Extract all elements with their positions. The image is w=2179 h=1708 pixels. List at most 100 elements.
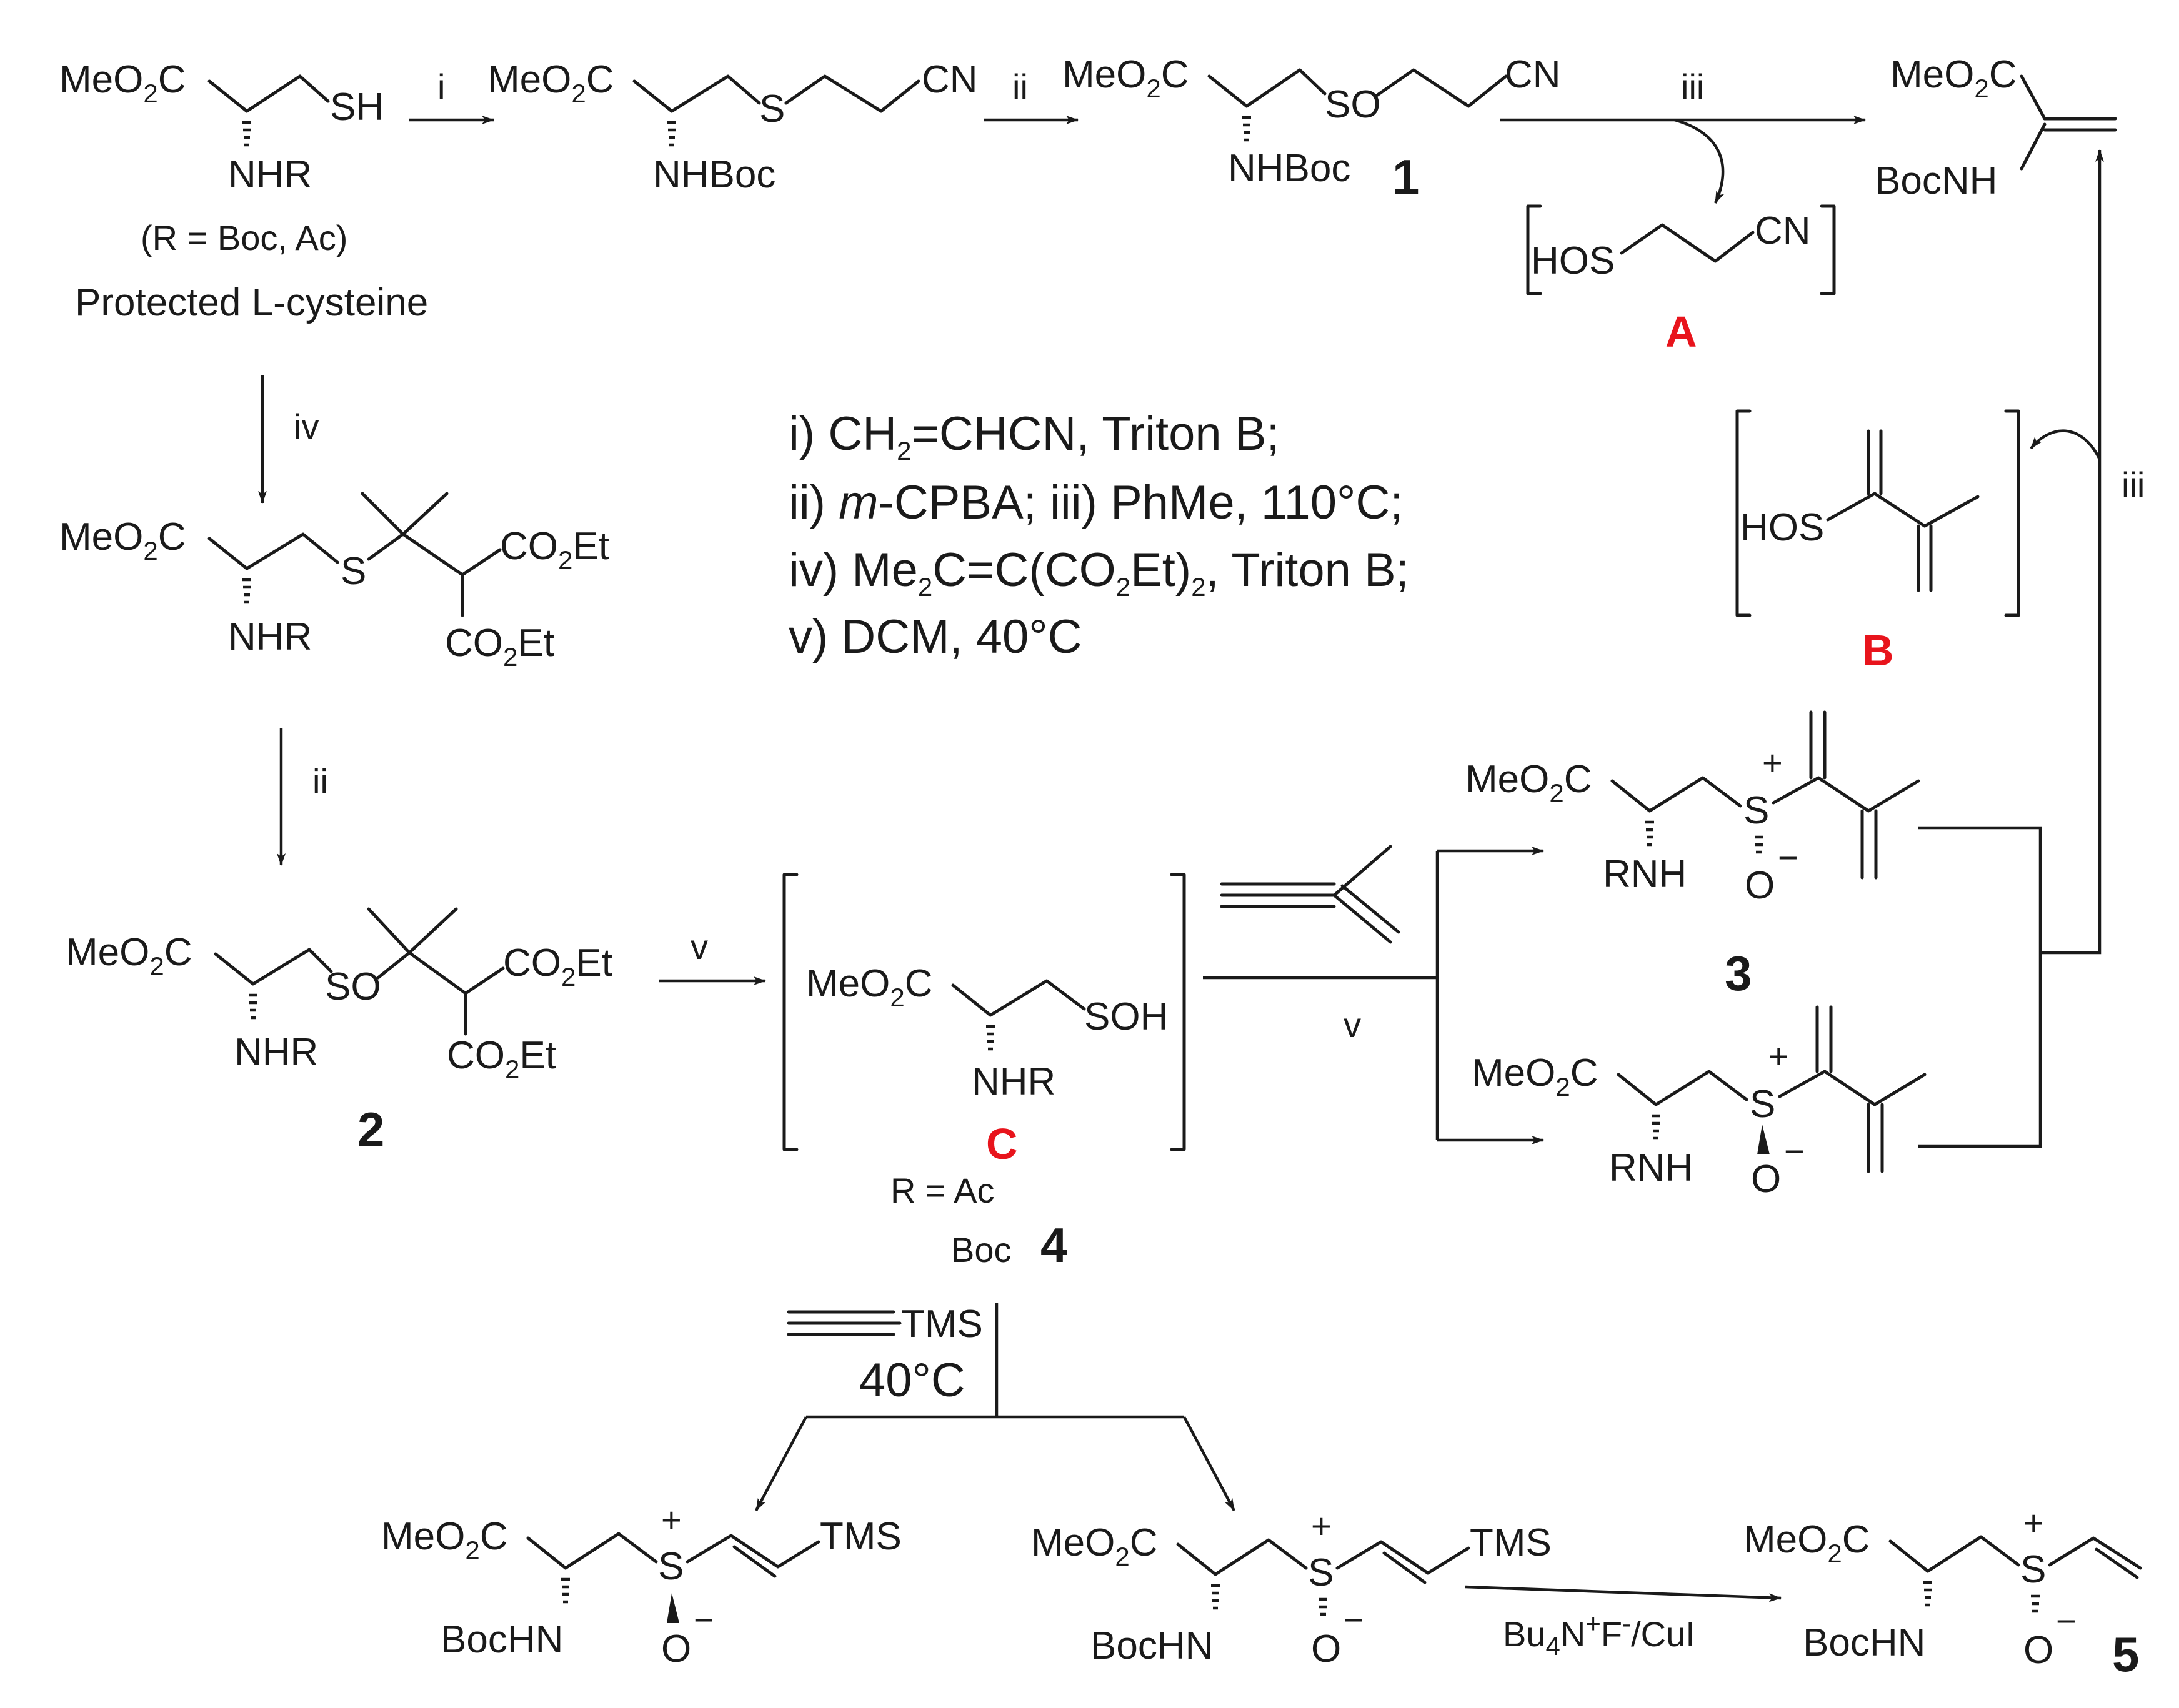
svg-text:−: − bbox=[694, 1600, 714, 1639]
svg-text:RNH: RNH bbox=[1609, 1146, 1693, 1189]
arrow-to-vinyl-right bbox=[1183, 1416, 1235, 1512]
svg-text:NHR: NHR bbox=[234, 1031, 318, 1074]
arrow-desilylation bbox=[1465, 1585, 1782, 1602]
svg-text:MeO2C: MeO2C bbox=[66, 931, 192, 981]
svg-text:MeO2C: MeO2C bbox=[1062, 53, 1189, 103]
arrow-release-B bbox=[2030, 429, 2102, 460]
vinyl-tms-sulfoxide-right: MeO2C S + TMS O − BocHN bbox=[1031, 1506, 1552, 1671]
svg-text:CO2Et: CO2Et bbox=[500, 525, 609, 575]
dehydroalanine: MeO2C BocNH bbox=[1875, 53, 2117, 202]
svg-text:O: O bbox=[1311, 1627, 1341, 1671]
arrow-label-v-main: v bbox=[1344, 1005, 1361, 1045]
svg-text:SOH: SOH bbox=[1084, 995, 1168, 1038]
svg-text:NHR: NHR bbox=[228, 153, 312, 196]
svg-text:MeO2C: MeO2C bbox=[59, 58, 186, 108]
svg-text:MeO2C: MeO2C bbox=[1890, 53, 2017, 103]
svg-text:+: + bbox=[1768, 1036, 1789, 1076]
protected-l-cysteine: MeO2C SH NHR (R = Boc, Ac) Protected L-c… bbox=[59, 58, 428, 324]
svg-text:SO: SO bbox=[1325, 83, 1381, 126]
enyne-reagent bbox=[1220, 845, 1400, 944]
svg-text:MeO2C: MeO2C bbox=[1465, 758, 1592, 808]
svg-text:CO2Et: CO2Et bbox=[447, 1034, 556, 1084]
reagent-v: v) DCM, 40°C bbox=[789, 610, 1082, 663]
svg-text:SO: SO bbox=[325, 965, 381, 1008]
svg-text:NHBoc: NHBoc bbox=[653, 153, 775, 196]
svg-text:TMS: TMS bbox=[820, 1515, 902, 1558]
label-C: C bbox=[986, 1120, 1018, 1168]
compound-5: MeO2C S + O − BocHN 5 bbox=[1743, 1503, 2142, 1682]
svg-text:O: O bbox=[1745, 864, 1775, 907]
svg-text:NHR: NHR bbox=[228, 615, 312, 658]
intermediate-A: HOS CN A bbox=[1526, 204, 1836, 356]
compound-label-1: 1 bbox=[1392, 149, 1419, 204]
svg-text:MeO2C: MeO2C bbox=[487, 58, 614, 108]
arrow-label-v-left: v bbox=[691, 927, 708, 966]
svg-text:S: S bbox=[1750, 1083, 1775, 1126]
svg-text:MeO2C: MeO2C bbox=[1743, 1518, 1870, 1568]
svg-text:NHBoc: NHBoc bbox=[1228, 147, 1350, 190]
compound-label-4: 4 bbox=[1040, 1218, 1067, 1273]
compound-3-upper: MeO2C S + O − RNH 3 bbox=[1465, 710, 1920, 1001]
svg-text:SH: SH bbox=[330, 86, 384, 129]
temp-label: 40°C bbox=[859, 1354, 965, 1407]
reagent-ii-label: ii) bbox=[789, 476, 825, 529]
svg-text:CO2Et: CO2Et bbox=[445, 622, 554, 672]
compound-2: MeO2C SO CO2Et CO2Et NHR 2 bbox=[66, 907, 612, 1157]
reagents-legend: i) CH2=CHCN, Triton B; ii) m-CPBA; iii) … bbox=[789, 407, 1409, 663]
svg-text:MeO2C: MeO2C bbox=[806, 962, 933, 1012]
arrow-to-vinyl-left bbox=[755, 1416, 807, 1512]
svg-text:+: + bbox=[661, 1500, 682, 1539]
arrow-label-iii-top: iii bbox=[1681, 67, 1704, 106]
thioether-malonate: MeO2C S CO2Et CO2Et NHR bbox=[59, 492, 609, 672]
compound-1: MeO2C SO CN NHBoc 1 bbox=[1062, 53, 1561, 204]
label-B: B bbox=[1862, 626, 1894, 675]
r-ac-note: R = Ac bbox=[890, 1171, 995, 1210]
svg-text:MeO2C: MeO2C bbox=[381, 1515, 508, 1565]
compound-3-lower: MeO2C S + O − RNH bbox=[1472, 1005, 1927, 1201]
svg-text:S: S bbox=[341, 550, 366, 593]
arrow-label-ii-left: ii bbox=[312, 762, 328, 801]
svg-text:HOS: HOS bbox=[1531, 239, 1615, 282]
arrow-release-A bbox=[1674, 118, 1725, 204]
svg-text:MeO2C: MeO2C bbox=[1472, 1051, 1598, 1101]
svg-text:RNH: RNH bbox=[1603, 853, 1687, 896]
compound-label-3: 3 bbox=[1725, 946, 1752, 1001]
arrow-step-iii-right bbox=[1918, 826, 2042, 1148]
thioether-nitrile: MeO2C S CN NHBoc bbox=[487, 58, 978, 196]
svg-text:−: − bbox=[1344, 1600, 1364, 1639]
svg-text:O: O bbox=[2023, 1629, 2053, 1672]
svg-text:O: O bbox=[661, 1627, 691, 1671]
svg-text:i) CH2=CHCN, Triton B;: i) CH2=CHCN, Triton B; bbox=[789, 407, 1280, 465]
svg-text:S: S bbox=[2020, 1548, 2046, 1591]
svg-text:S: S bbox=[1308, 1551, 1334, 1594]
svg-text:CN: CN bbox=[1505, 53, 1561, 96]
svg-text:BocNH: BocNH bbox=[1875, 159, 1997, 202]
svg-text:CN: CN bbox=[922, 58, 978, 101]
svg-text:−: − bbox=[2056, 1601, 2077, 1641]
arrow-label-ii-top: ii bbox=[1012, 67, 1028, 106]
r-group-note: (R = Boc, Ac) bbox=[141, 218, 347, 257]
reagent-iii: iii) PhMe, 110°C; bbox=[1050, 476, 1403, 529]
svg-text:BocHN: BocHN bbox=[1803, 1621, 1925, 1664]
svg-text:iv) Me2C=C(CO2Et)2, Triton B;: iv) Me2C=C(CO2Et)2, Triton B; bbox=[789, 544, 1409, 602]
svg-text:+: + bbox=[1311, 1506, 1332, 1546]
intermediate-B: HOS B bbox=[1735, 409, 2020, 675]
start-material-name: Protected L-cysteine bbox=[75, 281, 428, 324]
svg-text:BocHN: BocHN bbox=[441, 1618, 563, 1661]
svg-text:CN: CN bbox=[1755, 209, 1811, 252]
svg-text:NHR: NHR bbox=[972, 1060, 1055, 1103]
boc-note: Boc bbox=[951, 1230, 1012, 1269]
vinyl-tms-sulfoxide-left: MeO2C S + TMS O − BocHN bbox=[381, 1500, 902, 1671]
svg-text:−: − bbox=[1784, 1131, 1805, 1171]
svg-text:BocHN: BocHN bbox=[1090, 1624, 1213, 1667]
svg-text:S: S bbox=[759, 87, 785, 131]
arrow-label-iv: iv bbox=[294, 407, 319, 446]
tms-acetylene: TMS 40°C bbox=[787, 1303, 983, 1407]
label-A: A bbox=[1665, 307, 1697, 356]
svg-text:S: S bbox=[658, 1545, 684, 1588]
svg-text:ii) m-CPBA; iii): ii) m-CPBA; iii) PhMe, 110°C; bbox=[789, 476, 1403, 529]
svg-text:CO2Et: CO2Et bbox=[503, 941, 612, 991]
intermediate-C: MeO2C SOH NHR C R = Ac bbox=[782, 873, 1186, 1210]
svg-text:+: + bbox=[2023, 1503, 2044, 1542]
svg-text:O: O bbox=[1751, 1158, 1781, 1201]
